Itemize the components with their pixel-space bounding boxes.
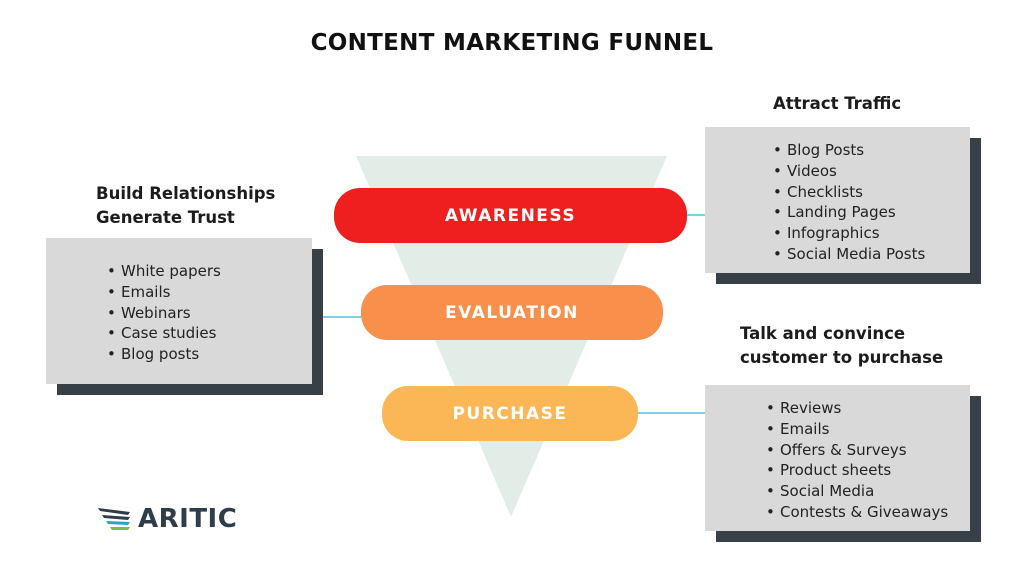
left-panel-box: •White papers •Emails •Webinars •Case st…	[46, 238, 312, 384]
stage-purchase-label: PURCHASE	[452, 403, 568, 424]
list-item: •Contests & Giveaways	[766, 502, 949, 521]
right-bottom-heading-line-2: customer to purchase	[740, 348, 944, 367]
logo-text: ARITIC	[138, 504, 238, 534]
left-heading-line-2: Generate Trust	[96, 208, 235, 227]
right-bottom-heading-line-1: Talk and convince	[740, 324, 906, 343]
stage-awareness: AWARENESS	[334, 188, 687, 243]
list-item: •Emails	[766, 419, 830, 438]
list-item: •Webinars	[107, 303, 191, 322]
wing-icon	[98, 508, 130, 530]
right-bottom-heading: Talk and convince customer to purchase	[740, 322, 943, 370]
list-item: •Blog posts	[107, 345, 200, 364]
left-panel-heading: Build Relationships Generate Trust	[96, 182, 275, 230]
stage-purchase: PURCHASE	[382, 386, 638, 441]
list-item: •Social Media Posts	[773, 244, 926, 263]
stage-evaluation: EVALUATION	[361, 285, 663, 340]
right-top-panel-box: •Blog Posts •Videos •Checklists •Landing…	[705, 127, 970, 273]
list-item: •Blog Posts	[773, 141, 865, 159]
list-item: •Checklists	[773, 182, 863, 201]
list-item: •Social Media	[766, 482, 875, 501]
left-panel-list: •White papers •Emails •Webinars •Case st…	[107, 261, 221, 365]
right-top-panel-list: •Blog Posts •Videos •Checklists •Landing…	[773, 140, 925, 265]
list-item: •Offers & Surveys	[766, 440, 907, 459]
list-item: •Case studies	[107, 324, 217, 343]
list-item: •Product sheets	[766, 461, 892, 480]
page-title: CONTENT MARKETING FUNNEL	[310, 30, 714, 56]
list-item: •Infographics	[773, 224, 880, 243]
right-top-heading: Attract Traffic	[773, 94, 902, 113]
list-item: •Reviews	[766, 399, 842, 417]
left-heading-line-1: Build Relationships	[96, 184, 276, 203]
list-item: •Landing Pages	[773, 203, 896, 222]
aritic-logo: ARITIC	[96, 502, 237, 536]
stage-awareness-label: AWARENESS	[444, 205, 577, 226]
list-item: •Emails	[107, 282, 171, 301]
stage-evaluation-label: EVALUATION	[445, 302, 579, 323]
list-item: •Videos	[773, 161, 837, 180]
right-bottom-panel-box: •Reviews •Emails •Offers & Surveys •Prod…	[705, 385, 970, 531]
list-item: •White papers	[107, 262, 221, 280]
right-bottom-panel-list: •Reviews •Emails •Offers & Surveys •Prod…	[766, 398, 948, 523]
